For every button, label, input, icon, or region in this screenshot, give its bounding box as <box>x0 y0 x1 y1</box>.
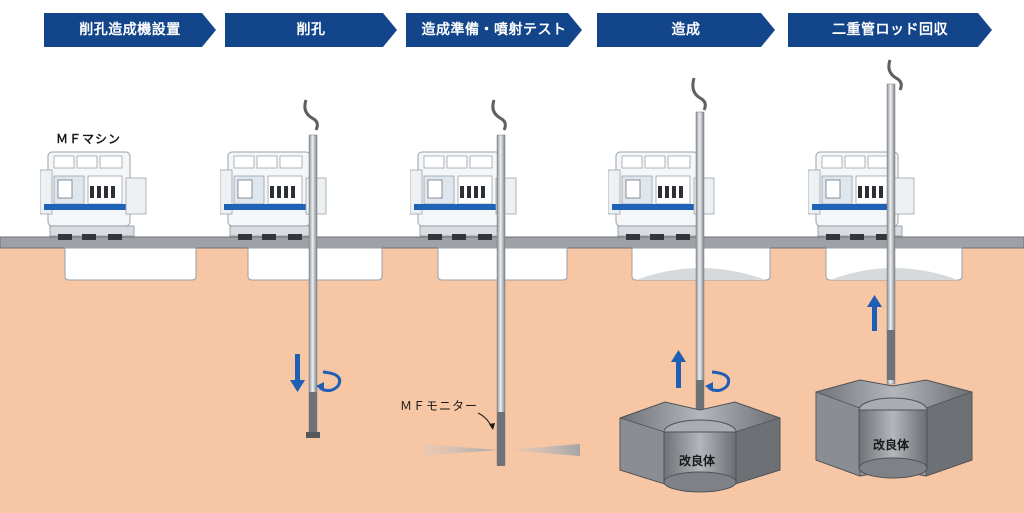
improved-body-label-1: 改良体 <box>679 454 716 468</box>
monitor-leader-arrowhead <box>489 423 495 430</box>
rod-step-2 <box>303 99 320 438</box>
improved-body-5 <box>815 379 973 479</box>
rotation-arrow-step-4 <box>708 370 731 393</box>
rotation-arrowhead-step-2 <box>316 382 324 392</box>
ground-surface <box>0 236 1024 249</box>
step-4-header: 造成 <box>597 13 775 47</box>
improved-body-label-2: 改良体 <box>873 438 910 452</box>
arrow-down-step-2 <box>290 354 305 392</box>
improved-body-4 <box>619 401 781 493</box>
arrow-up-step-5 <box>867 295 882 331</box>
arrow-up-step-4 <box>671 350 686 388</box>
rod-step-5 <box>886 59 903 385</box>
mf-monitor-label: ＭＦモニター <box>400 399 479 413</box>
jet-spray <box>422 444 580 456</box>
mf-machine-label: ＭＦマシン <box>56 132 122 146</box>
excavation-pits <box>64 247 963 281</box>
step-1-header: 削孔造成機設置 <box>44 13 216 47</box>
rod-step-3 <box>491 99 507 466</box>
mf-machine-5 <box>808 151 915 241</box>
step-5-header: 二重管ロッド回収 <box>788 13 992 47</box>
rotation-arrowhead-step-4 <box>705 382 713 392</box>
step-2-header: 削孔 <box>225 13 397 47</box>
step-3-header: 造成準備・噴射テスト <box>406 13 582 47</box>
mf-machine-1 <box>40 151 147 241</box>
rotation-arrow-step-2 <box>319 370 342 393</box>
